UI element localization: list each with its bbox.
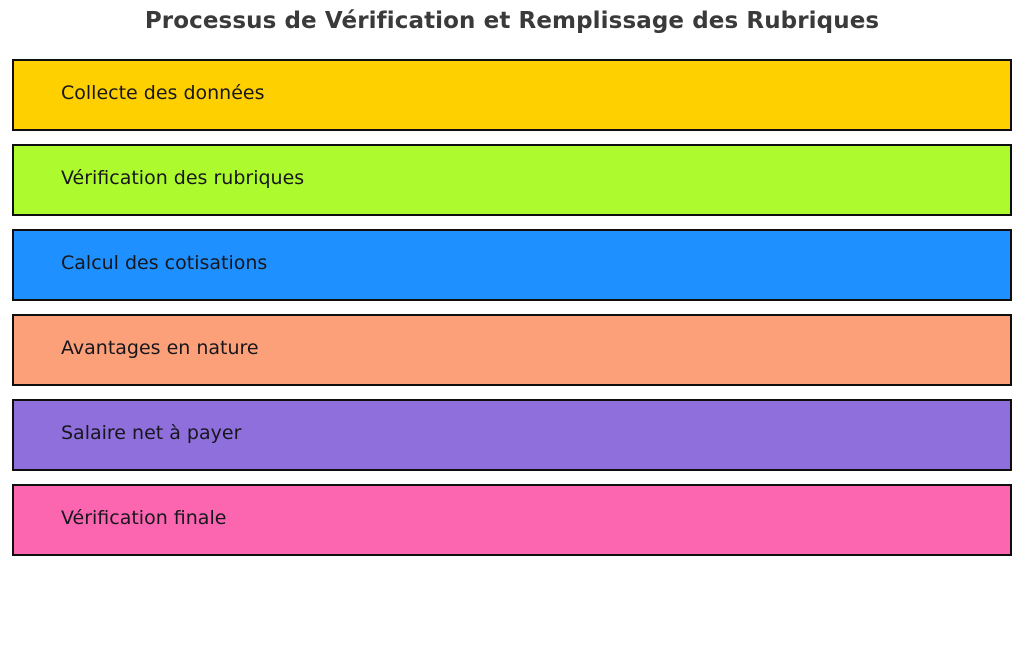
process-step-label-1: Collecte des données xyxy=(61,81,265,104)
process-step-label-3: Calcul des cotisations xyxy=(61,251,268,274)
page-title: Processus de Vérification et Remplissage… xyxy=(144,8,880,34)
process-step-bar-4[interactable]: Avantages en nature xyxy=(12,314,1012,386)
process-step-bar-6[interactable]: Vérification finale xyxy=(12,484,1012,556)
process-step-bar-3[interactable]: Calcul des cotisations xyxy=(12,229,1012,301)
process-step-bar-2[interactable]: Vérification des rubriques xyxy=(12,144,1012,216)
process-step-label-5: Salaire net à payer xyxy=(61,421,242,444)
process-step-label-6: Vérification finale xyxy=(61,506,227,529)
process-step-label-2: Vérification des rubriques xyxy=(61,166,305,189)
process-steps-list: Collecte des données Vérification des ru… xyxy=(12,58,1012,557)
process-step-bar-1[interactable]: Collecte des données xyxy=(12,59,1012,131)
process-step-label-4: Avantages en nature xyxy=(61,336,259,359)
process-step-bar-5[interactable]: Salaire net à payer xyxy=(12,399,1012,471)
